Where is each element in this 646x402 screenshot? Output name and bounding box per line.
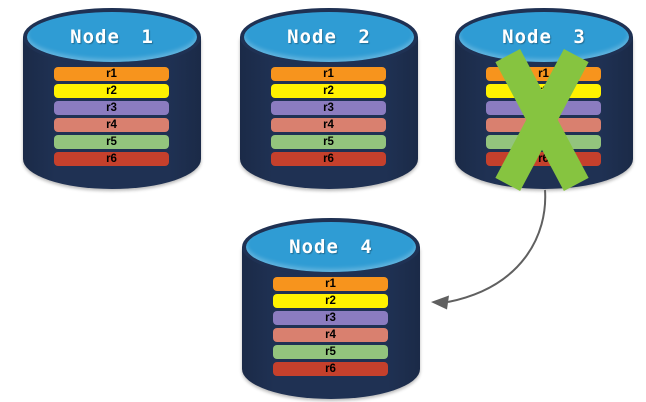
arrow-curve bbox=[447, 189, 547, 303]
row-bar: r2 bbox=[271, 84, 386, 98]
row-label: r5 bbox=[106, 136, 117, 148]
node-label: Node 1 bbox=[70, 26, 154, 48]
row-bar: r2 bbox=[273, 294, 388, 308]
row-bar: r1 bbox=[271, 67, 386, 81]
row-bar: r1 bbox=[54, 67, 169, 81]
row-label: r5 bbox=[323, 136, 334, 148]
row-label: r6 bbox=[323, 153, 334, 165]
row-label: r1 bbox=[325, 278, 336, 290]
row-label: r6 bbox=[538, 153, 549, 165]
row-bar: r6 bbox=[54, 152, 169, 166]
row-label: r5 bbox=[325, 346, 336, 358]
row-bar: r2 bbox=[54, 84, 169, 98]
row-label: r3 bbox=[323, 102, 334, 114]
node-slot-1: Node 1 r1 r2 r3 r4 r5 r6 bbox=[23, 8, 201, 189]
arrow-head-icon bbox=[431, 295, 449, 310]
node-slot-2: Node 2 r1 r2 r3 r4 r5 r6 bbox=[240, 8, 418, 189]
cylinder-top: Node 2 bbox=[240, 8, 418, 66]
row-bar: r5 bbox=[273, 345, 388, 359]
database-node: Node 2 r1 r2 r3 r4 r5 r6 bbox=[240, 8, 418, 189]
row-list: r1 r2 r3 r4 r5 r6 bbox=[271, 67, 386, 169]
row-bar: r3 bbox=[54, 101, 169, 115]
row-label: r6 bbox=[325, 363, 336, 375]
cylinder-top: Node 4 bbox=[242, 218, 420, 276]
failure-x-icon bbox=[494, 48, 589, 192]
row-label: r2 bbox=[106, 85, 117, 97]
row-list: r1 r2 r3 r4 r5 r6 bbox=[273, 277, 388, 379]
row-label: r6 bbox=[106, 153, 117, 165]
row-label: r3 bbox=[106, 102, 117, 114]
row-list: r1 r2 r3 r4 r5 r6 bbox=[54, 67, 169, 169]
row-bar: r5 bbox=[54, 135, 169, 149]
row-bar: r3 bbox=[273, 311, 388, 325]
node-label: Node 4 bbox=[289, 236, 373, 258]
row-label: r2 bbox=[323, 85, 334, 97]
row-label: r2 bbox=[325, 295, 336, 307]
row-bar: r3 bbox=[271, 101, 386, 115]
node-label: Node 2 bbox=[287, 26, 371, 48]
row-label: r1 bbox=[323, 68, 334, 80]
row-label: r1 bbox=[106, 68, 117, 80]
row-bar: r4 bbox=[271, 118, 386, 132]
row-label: r4 bbox=[323, 119, 334, 131]
row-label: r4 bbox=[106, 119, 117, 131]
row-label: r1 bbox=[538, 68, 549, 80]
row-bar: r6 bbox=[271, 152, 386, 166]
cylinder-top: Node 1 bbox=[23, 8, 201, 66]
row-label: r3 bbox=[325, 312, 336, 324]
row-label: r4 bbox=[325, 329, 336, 341]
node-label: Node 3 bbox=[502, 26, 586, 48]
row-bar: r1 bbox=[273, 277, 388, 291]
row-bar: r4 bbox=[273, 328, 388, 342]
row-bar: r6 bbox=[273, 362, 388, 376]
row-bar: r4 bbox=[54, 118, 169, 132]
database-node: Node 1 r1 r2 r3 r4 r5 r6 bbox=[23, 8, 201, 189]
row-bar: r5 bbox=[271, 135, 386, 149]
node-slot-4: Node 4 r1 r2 r3 r4 r5 r6 bbox=[242, 218, 420, 399]
database-node: Node 4 r1 r2 r3 r4 r5 r6 bbox=[242, 218, 420, 399]
cylinder-top: Node 3 bbox=[455, 8, 633, 66]
